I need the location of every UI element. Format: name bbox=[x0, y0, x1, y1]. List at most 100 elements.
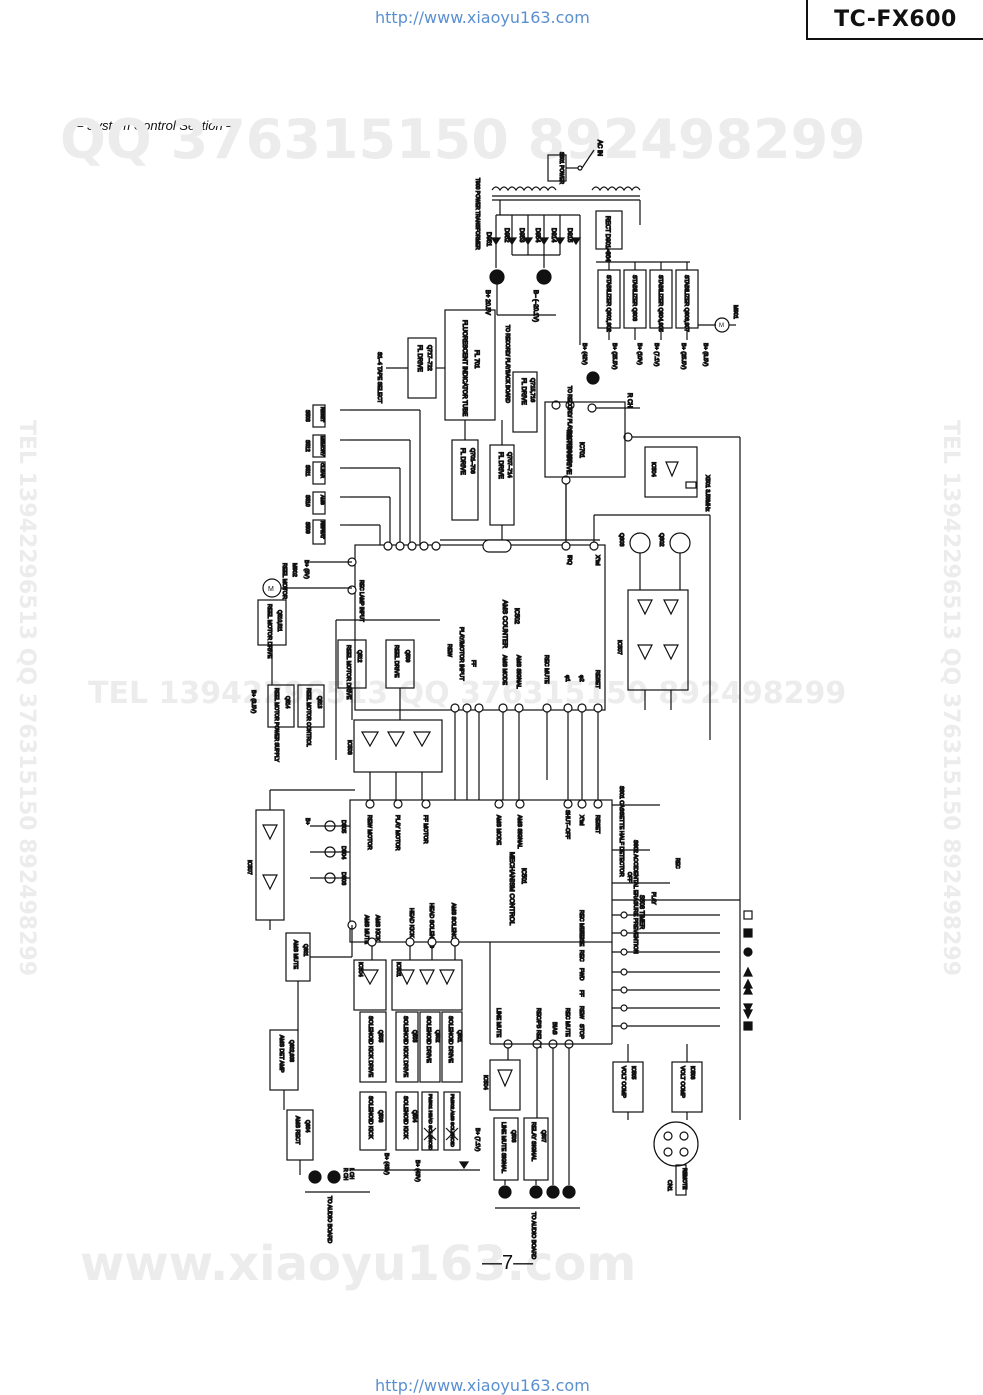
counter-pin-phi2: φ2 bbox=[578, 675, 584, 682]
driver-icon bbox=[439, 969, 455, 986]
sol-drive-block bbox=[419, 1011, 441, 1083]
rail-pos-label: B+ 20.5V bbox=[484, 290, 490, 315]
key-rec-label: REC bbox=[578, 950, 584, 962]
mech-pin-rew: REW MOTOR bbox=[366, 815, 372, 850]
ams-det-ref: Q602,603 bbox=[288, 1040, 294, 1062]
key-pause-label: PAUSE bbox=[578, 928, 584, 947]
driver-icon bbox=[412, 731, 432, 748]
line-mute-label: LINE MUTE SIGNAL bbox=[500, 1122, 506, 1173]
switch-clear-box bbox=[312, 461, 326, 485]
mech-pin-reset: RESET bbox=[594, 815, 600, 834]
source-url-top[interactable]: http://www.xiaoyu163.com bbox=[375, 8, 590, 27]
sol-kick-drive-block bbox=[359, 1011, 387, 1083]
diode-d951: D951 bbox=[485, 232, 491, 247]
sol-kick-ref: Q504 bbox=[411, 1110, 417, 1122]
mech-pin-xtal: X'tal bbox=[578, 815, 584, 826]
mech-pin-head-solenoid: HEAD SOLENOID bbox=[428, 903, 434, 948]
reel-motor-label: REEL MOTOR bbox=[281, 563, 287, 599]
audio-pin: 4 bbox=[502, 1190, 506, 1197]
mech-pin-line-mute: LINE MUTE bbox=[495, 1008, 501, 1038]
rect-label: RECT D901–904 bbox=[604, 216, 610, 262]
connector-icon bbox=[586, 371, 600, 385]
connector-7-icon bbox=[489, 269, 505, 285]
reel-motor-rail: B+ (5V) bbox=[303, 560, 309, 579]
source-url-bottom[interactable]: http://www.xiaoyu163.com bbox=[375, 1376, 590, 1395]
driver-icon bbox=[360, 731, 380, 748]
watermark-tel-right: TEL 13942296513 QQ 376315150 892498299 bbox=[938, 420, 963, 977]
rail-bottom: B+ (43V) bbox=[383, 1153, 389, 1175]
ams-solenoid-label: PM802 AMS SOLENOID bbox=[449, 1094, 455, 1147]
to-rp-board-label: TO RECORD/ PLAYBACK BOARD bbox=[504, 325, 510, 403]
sol-kick-drive-label: SOLENOID KICK DRIVE bbox=[402, 1016, 408, 1077]
sol-kick-drive-ref: Q505 bbox=[377, 1030, 383, 1042]
key-rew-label: REW bbox=[578, 1006, 584, 1020]
sol-kick-drive-ref: Q503 bbox=[411, 1030, 417, 1042]
mech-pin-shutoff: SHUT–OFF bbox=[564, 810, 570, 840]
fl-drive-label: FL DRIVE bbox=[497, 452, 503, 479]
switch-ref: S510 bbox=[304, 495, 310, 507]
ic507-block bbox=[627, 589, 689, 691]
mech-pin-relay: REC/PB RELAY bbox=[535, 1008, 541, 1048]
switch-label: AMS bbox=[320, 495, 325, 505]
line-mute-ref: Q508 bbox=[510, 1130, 516, 1142]
switch-label: REPEAT bbox=[320, 521, 325, 539]
mech-pin-play: PLAY MOTOR bbox=[394, 815, 400, 850]
fl-drive-block bbox=[512, 371, 538, 433]
erasure-prevention: S802 ACCIDENTAL ERASURE PREVENTION bbox=[632, 840, 638, 954]
stabilizer-label: STABILIZER Q906,907 bbox=[683, 275, 689, 332]
ams-counter-block bbox=[354, 544, 606, 711]
timer-rec: REC bbox=[674, 858, 680, 869]
switch-ref: S509 bbox=[304, 522, 310, 534]
mech-keys: REC MUTE PAUSE REC FWD FF REW STOP bbox=[577, 909, 753, 1040]
sol-kick-block bbox=[359, 1091, 387, 1151]
extra-rail: B+ (8.5V) bbox=[702, 343, 708, 367]
led-section: B+ D505 D504 D503 S801 CASSETTE HALF DET… bbox=[303, 785, 680, 954]
amp-icon bbox=[663, 599, 679, 616]
relay-signal-ref: Q507 bbox=[540, 1130, 546, 1142]
ic501-sol-block bbox=[391, 959, 463, 1011]
audio-pin-icon bbox=[529, 1185, 543, 1199]
mech-pin-bias: BIAS bbox=[551, 1022, 557, 1035]
sol-kick-drive-block bbox=[395, 1011, 419, 1083]
rew-key-icon bbox=[743, 1003, 753, 1020]
ic504-sol-label: IC504 bbox=[357, 962, 363, 977]
driver-icon bbox=[399, 969, 415, 986]
timer-play: PLAY bbox=[650, 892, 656, 905]
diode-d952: D952 bbox=[503, 228, 509, 243]
counter-pin-xtal: X'tal bbox=[594, 555, 600, 566]
rec-lamp-label: REC LAMP INPUT bbox=[358, 580, 364, 622]
amp-icon bbox=[262, 824, 278, 841]
to-rp-board2: TO RECORD/ PLAYBACK BOARD bbox=[566, 386, 572, 464]
sol-kick-ref: Q506 bbox=[377, 1110, 383, 1122]
timer-switch: S508 TIMER bbox=[638, 895, 644, 930]
volt-comp-ref: IC505 bbox=[630, 1066, 636, 1080]
ic503-label: IC503 bbox=[346, 740, 352, 755]
ic507-label: IC507 bbox=[616, 640, 622, 655]
switch-label: MEMORY bbox=[320, 436, 325, 456]
fl-drive-label: FL DRIVE bbox=[416, 345, 422, 372]
fl-drive-ref: Q701–706 bbox=[469, 448, 475, 474]
diode-d954: D954 bbox=[534, 228, 540, 243]
power-section: S501 POWER AC IN T900 POWER TRANSFORMER … bbox=[473, 139, 690, 404]
line-mute-block bbox=[493, 1117, 519, 1181]
audio-ch: L CH bbox=[348, 1168, 354, 1180]
switch-ref: S512 bbox=[304, 440, 310, 452]
ic503-block bbox=[353, 719, 443, 773]
key-stop-label: STOP bbox=[578, 1024, 584, 1039]
transformer-secondary-icon bbox=[591, 186, 641, 192]
fl-tube-ref: FL 701 bbox=[473, 350, 479, 369]
photo-transistor-icon bbox=[629, 532, 651, 554]
meter-rch: R CH bbox=[626, 393, 632, 408]
reel-drive2-block bbox=[337, 639, 367, 689]
diode-d914: D914 bbox=[550, 228, 556, 243]
switch-label: RESET bbox=[320, 407, 325, 422]
reel-supply-block bbox=[267, 684, 295, 728]
photo-transistor-icon bbox=[669, 532, 691, 554]
reel-rail: B+ (8.5V) bbox=[250, 690, 256, 714]
watermark-tel-left: TEL 13942296513 QQ 376315150 892498299 bbox=[14, 420, 39, 977]
top-switches: S503 RESET S512 MEMORY S511 CLEAR S510 A… bbox=[303, 404, 421, 545]
output-signal-section: IC504 LINE MUTE SIGNAL Q508 RELAY SIGNAL… bbox=[481, 1044, 703, 1196]
tape-select-label: S1–4 TAPE SELECT bbox=[376, 352, 382, 404]
svg-text:M: M bbox=[719, 323, 724, 329]
ams-counter-ref: IC502 bbox=[513, 608, 519, 625]
